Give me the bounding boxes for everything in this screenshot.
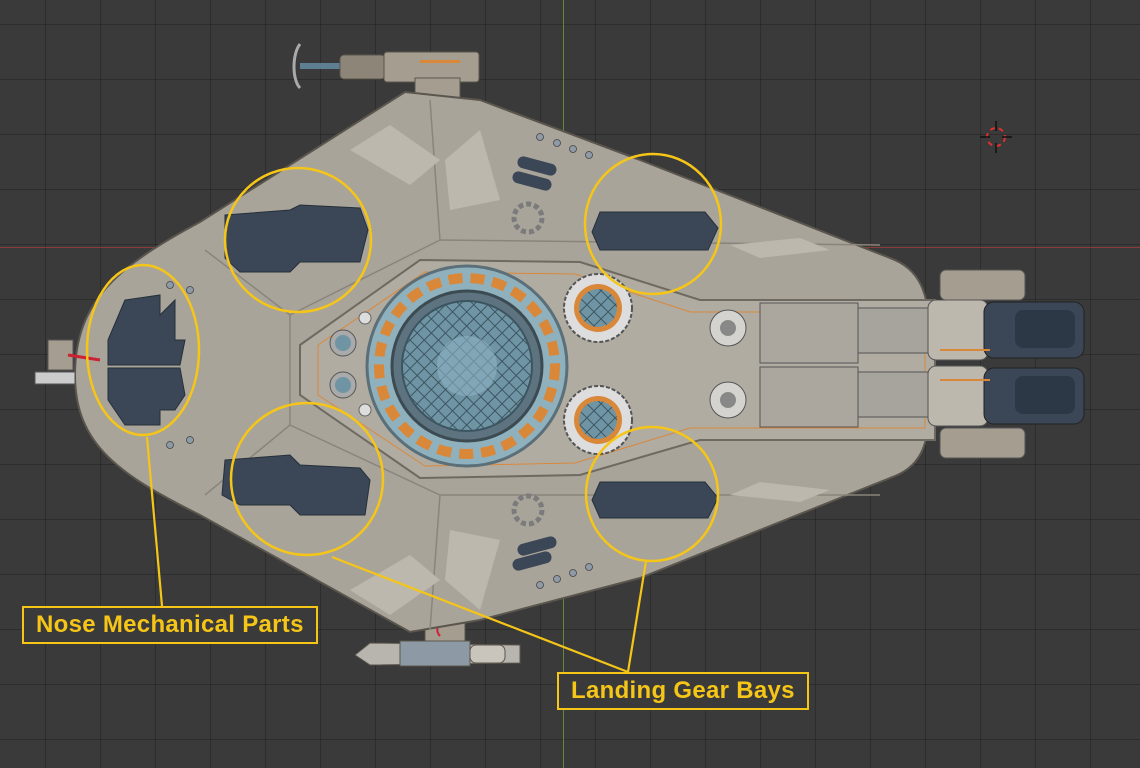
engine-block [759,269,1085,459]
decal-cog [511,201,545,527]
nose-panels [107,294,186,426]
nose-mechanical-parts-label: Nose Mechanical Parts [22,606,318,644]
landing-gear-bay-panels [221,204,719,519]
3d-cursor-icon [980,121,1012,158]
reactor-core [365,264,569,468]
landing-gear-bays-label: Landing Gear Bays [557,672,809,710]
callout-leader-lines [145,436,648,674]
nose-tip [34,339,101,385]
highlight-circles [85,152,723,563]
